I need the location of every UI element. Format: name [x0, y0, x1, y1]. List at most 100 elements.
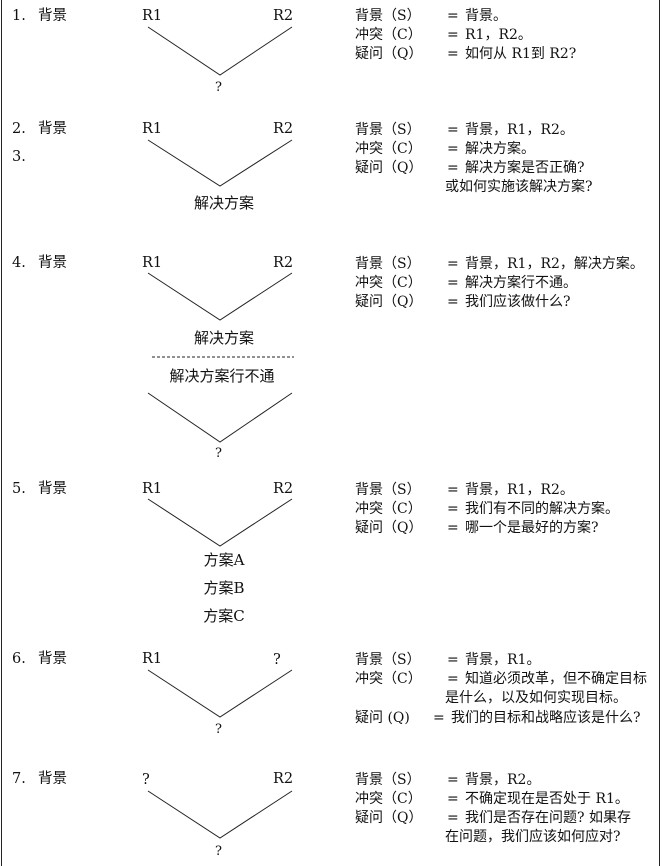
section-7-label: 背景	[38, 771, 67, 787]
section-7-r2: R2	[273, 771, 294, 787]
scq-eq: =	[447, 141, 459, 157]
scq-eq: =	[447, 482, 459, 498]
section-7-question-mark: ?	[215, 844, 222, 859]
scq-row-continuation: 在问题，我们应该如何应对?	[445, 827, 621, 847]
section-2-r2: R2	[273, 121, 294, 137]
scq-key: 背景（S）	[355, 256, 421, 272]
scq-value: 哪一个是最好的方案?	[465, 520, 599, 536]
scq-eq: =	[447, 27, 459, 43]
scq-key: 疑问（Q）	[355, 810, 423, 826]
section-4-r2: R2	[273, 255, 294, 271]
scq-row: 背景（S）=背景，R1，R2。	[355, 480, 574, 500]
scq-eq: =	[447, 520, 459, 536]
scq-key: 冲突（C）	[355, 671, 422, 687]
scq-value: R1，R2。	[465, 27, 532, 43]
scq-key: 疑问（Q）	[355, 520, 423, 536]
scq-eq: =	[447, 122, 459, 138]
scq-row: 疑问（Q） = 解决方案是否正确?	[355, 158, 585, 178]
scq-key: 背景（S）	[355, 772, 421, 788]
scq-row: 冲突（C）=不确定现在是否处于 R1。	[355, 789, 629, 809]
section-1-number: 1.	[12, 8, 26, 24]
scq-eq: =	[447, 256, 459, 272]
scq-key: 背景（S）	[355, 652, 421, 668]
scq-key: 背景（S）	[355, 122, 421, 138]
section-4-r1: R1	[142, 255, 163, 271]
scq-value: 背景，R1。	[465, 652, 541, 668]
v-shape-4	[147, 272, 293, 321]
scq-row: 冲突（C）=知道必须改革，但不确定目标	[355, 669, 647, 689]
scq-eq: =	[447, 160, 459, 176]
v-shape-5	[147, 498, 293, 547]
v-shape-2	[147, 139, 293, 187]
scq-value: 知道必须改革，但不确定目标	[465, 671, 647, 687]
scq-row: 冲突（C）=R1，R2。	[355, 25, 532, 45]
scq-key: 冲突（C）	[355, 141, 422, 157]
section-2-solution: 解决方案	[193, 194, 254, 212]
scq-row: 背景（S） = 背景，R2。	[355, 770, 540, 790]
scq-key: 疑问（Q）	[355, 294, 423, 310]
scq-value: 我们是否存在问题? 如果存	[465, 810, 631, 826]
section-2-label: 背景	[38, 121, 67, 137]
scq-key: 冲突（C）	[355, 791, 422, 807]
scq-row: 疑问（Q）=我们是否存在问题? 如果存	[355, 808, 631, 828]
scq-eq: =	[447, 501, 459, 517]
scq-key: 疑问（Q）	[355, 160, 423, 176]
scq-row: 疑问（Q）=如何从 R1到 R2?	[355, 44, 576, 64]
section-4-solution-fails: 解决方案行不通	[169, 367, 275, 385]
scq-eq: =	[447, 294, 459, 310]
scq-key: 冲突（C）	[355, 275, 422, 291]
v-shape-6	[147, 669, 293, 718]
right-border	[659, 0, 660, 866]
section-5-r1: R1	[142, 481, 163, 497]
scq-value: 背景，R1，R2，解决方案。	[465, 256, 644, 272]
scq-value: 背景，R2。	[465, 772, 541, 788]
section-4-number: 4.	[12, 255, 26, 271]
scq-value: 或如何实施该解决方案?	[445, 179, 593, 195]
section-7-unknown-start: ?	[142, 772, 150, 788]
scq-value: 我们的目标和战略应该是什么?	[451, 710, 641, 726]
scq-row: 背景（S） = 背景，R1，R2，解决方案。	[355, 254, 644, 274]
scq-row: 冲突（C）=解决方案行不通。	[355, 273, 577, 293]
scq-row: 疑问 (Q)=我们的目标和战略应该是什么?	[355, 708, 641, 728]
section-4-solution: 解决方案	[193, 329, 254, 347]
section-1-question-mark: ?	[215, 80, 222, 95]
section-2-number: 2.	[12, 121, 26, 137]
scq-eq: =	[447, 791, 459, 807]
scq-key: 背景（S）	[355, 8, 421, 24]
scq-value: 解决方案。	[465, 141, 535, 157]
scq-eq: =	[447, 772, 459, 788]
scq-key: 冲突（C）	[355, 501, 422, 517]
scq-value: 如何从 R1到 R2?	[465, 46, 577, 62]
scq-value: 背景，R1，R2。	[465, 122, 574, 138]
section-5-r2: R2	[273, 481, 294, 497]
scq-row: 疑问（Q）=我们应该做什么?	[355, 292, 571, 312]
section-5-option-b: 方案B	[203, 579, 245, 597]
scq-row: 背景（S） = 背景，R1，R2。	[355, 120, 574, 140]
scq-key: 疑问 (Q)	[355, 710, 410, 726]
section-1-r2: R2	[273, 8, 294, 24]
section-5-option-a: 方案A	[203, 551, 245, 569]
scq-value: 背景。	[465, 8, 507, 24]
scq-row: 背景（S）=背景，R1。	[355, 650, 540, 670]
scq-row: 疑问（Q） = 哪一个是最好的方案?	[355, 518, 599, 538]
section-6-label: 背景	[38, 651, 67, 667]
scq-value: 在问题，我们应该如何应对?	[445, 829, 621, 845]
section-5-label: 背景	[38, 481, 67, 497]
section-6-number: 6.	[12, 651, 26, 667]
scq-row: 冲突（C） = 解决方案。	[355, 139, 535, 159]
scq-key: 背景（S）	[355, 482, 421, 498]
v-shape-7	[147, 790, 293, 839]
section-1-r1: R1	[142, 8, 163, 24]
section-5-option-c: 方案C	[203, 607, 245, 625]
scq-value: 解决方案是否正确?	[465, 160, 585, 176]
section-6-question-mark: ?	[215, 722, 222, 737]
section-6-unknown-end: ?	[273, 652, 281, 668]
section-4-question-mark: ?	[215, 446, 222, 461]
section-7-number: 7.	[12, 771, 26, 787]
section-2-r1: R1	[142, 121, 163, 137]
scq-value: 解决方案行不通。	[465, 275, 577, 291]
scq-row-continuation: 或如何实施该解决方案?	[445, 177, 593, 197]
section-6-r1: R1	[142, 651, 163, 667]
